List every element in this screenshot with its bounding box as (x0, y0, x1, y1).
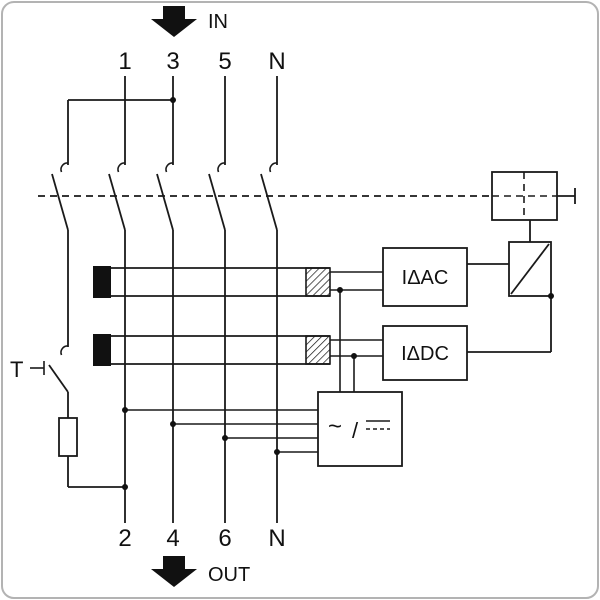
bottom-terminal-label-4: 4 (166, 525, 179, 552)
in-label: IN (208, 11, 228, 33)
top-terminal-label-n: N (268, 48, 285, 75)
junction-dot (222, 435, 228, 441)
dc-symbol-icon (366, 420, 390, 430)
test-circuit: T (10, 230, 128, 490)
electronics-supply-taps (122, 407, 318, 455)
test-resistor (58, 417, 78, 457)
junction-dot (170, 97, 176, 103)
outgoing-conductors (124, 230, 278, 523)
trip-relay (491, 171, 576, 221)
core-end-cap (93, 266, 111, 298)
ac-unit-label: IΔAC (402, 267, 449, 289)
junction-dot (274, 449, 280, 455)
top-terminal-label-1: 1 (118, 48, 131, 75)
release-element (467, 220, 554, 353)
contact-hooks (60, 162, 278, 173)
top-terminal-labels: 1 3 5 N (118, 48, 285, 75)
junction-dot (122, 484, 128, 490)
release-diagonal (510, 243, 550, 295)
test-switch-blade (48, 364, 69, 393)
dc-unit-label: IΔDC (401, 343, 449, 365)
electronics-slash: / (352, 418, 359, 443)
ct-core-upper (93, 266, 331, 298)
ac-evaluation-unit: IΔAC (382, 247, 468, 307)
top-terminal-label-3: 3 (166, 48, 179, 75)
electronics-unit: ~ / (317, 391, 403, 467)
out-label: OUT (208, 564, 250, 586)
junction-dot (122, 407, 128, 413)
junction-dot (170, 421, 176, 427)
bottom-terminal-label-6: 6 (218, 525, 231, 552)
junction-dot (351, 353, 357, 359)
core-end-cap (93, 334, 111, 366)
secondary-wiring (330, 271, 383, 392)
out-arrow-icon (151, 556, 197, 587)
ct-core-lower (93, 334, 331, 366)
bottom-terminal-labels: 2 4 6 N (118, 525, 285, 552)
switch-blades (51, 173, 278, 231)
test-contact-hook (60, 345, 69, 356)
electronics-ac-symbol: ~ (328, 413, 342, 440)
secondary-winding (305, 335, 331, 365)
secondary-winding (305, 267, 331, 297)
bottom-terminal-label-n: N (268, 525, 285, 552)
bottom-terminal-label-2: 2 (118, 525, 131, 552)
top-terminal-label-5: 5 (218, 48, 231, 75)
junction-dot (548, 293, 554, 299)
dc-evaluation-unit: IΔDC (382, 325, 468, 381)
in-arrow-icon (151, 6, 197, 37)
junction-dot (337, 287, 343, 293)
test-button-label: T (10, 357, 23, 382)
incoming-conductors (67, 76, 278, 165)
